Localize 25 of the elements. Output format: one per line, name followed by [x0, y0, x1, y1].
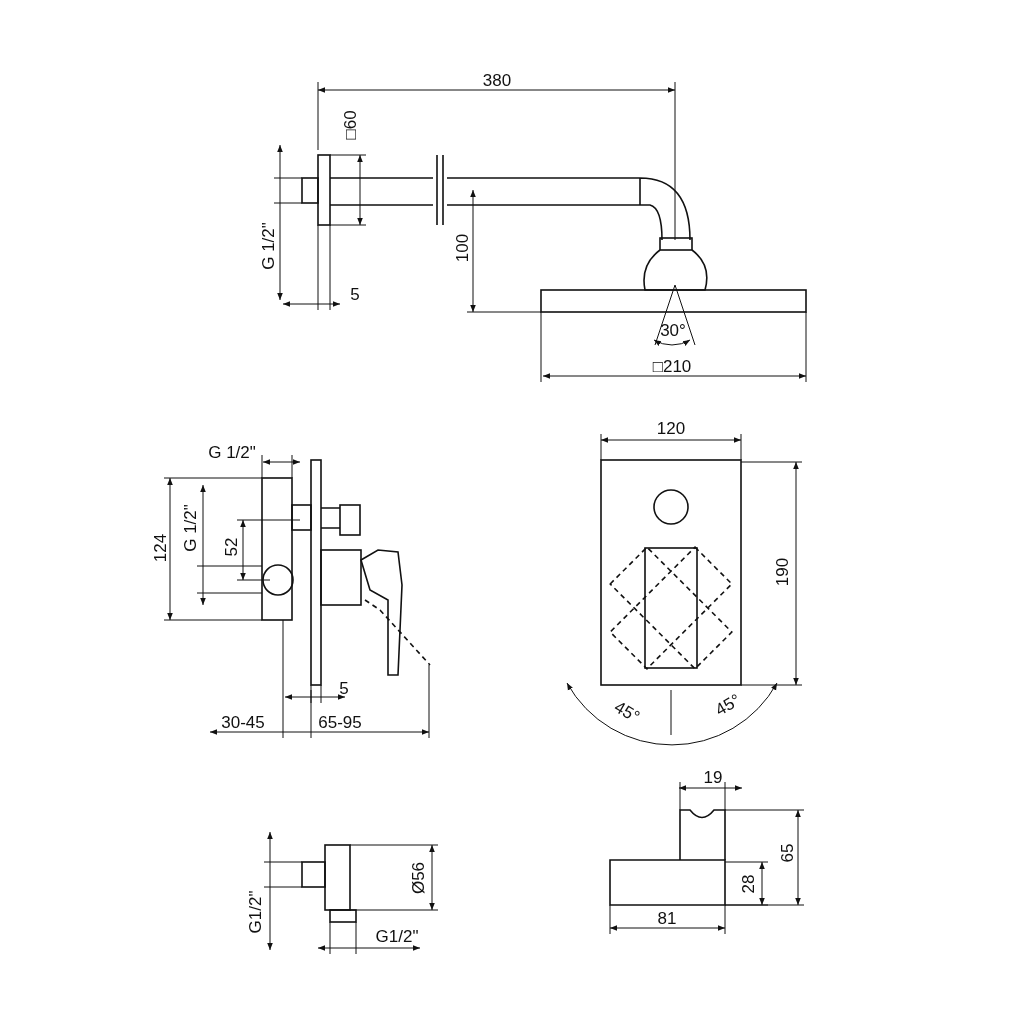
dimension-label: 81	[657, 909, 677, 927]
dimension-label: 120	[656, 419, 686, 437]
dimension-label: G1/2"	[246, 890, 264, 934]
dimension-label: 30-45	[221, 713, 265, 731]
dimension-label: Ø56	[409, 861, 427, 895]
dimension-label: G 1/2"	[181, 504, 199, 552]
dimension-label: 19	[703, 768, 723, 786]
dimension-label: 65	[778, 843, 796, 863]
dimension-label: 5	[350, 285, 360, 303]
dimension-label: 52	[222, 537, 240, 557]
dimension-label: 28	[739, 874, 757, 894]
dimension-label: 124	[151, 533, 169, 563]
dimension-label: G 1/2"	[208, 443, 256, 461]
dimension-label: G 1/2"	[259, 222, 277, 270]
dimension-label: G1/2"	[375, 927, 419, 945]
dimension-label: 380	[482, 71, 512, 89]
dimension-label: 45°	[712, 691, 744, 719]
dimension-label: 190	[773, 557, 791, 587]
dimension-label: □210	[652, 357, 692, 375]
dimension-label: 5	[339, 679, 349, 697]
dimension-label: 45°	[611, 698, 643, 726]
dimension-label: 65-95	[318, 713, 362, 731]
dimension-label: 30°	[660, 321, 686, 339]
dimension-label: 100	[453, 233, 471, 263]
dimension-label: □60	[341, 110, 359, 140]
